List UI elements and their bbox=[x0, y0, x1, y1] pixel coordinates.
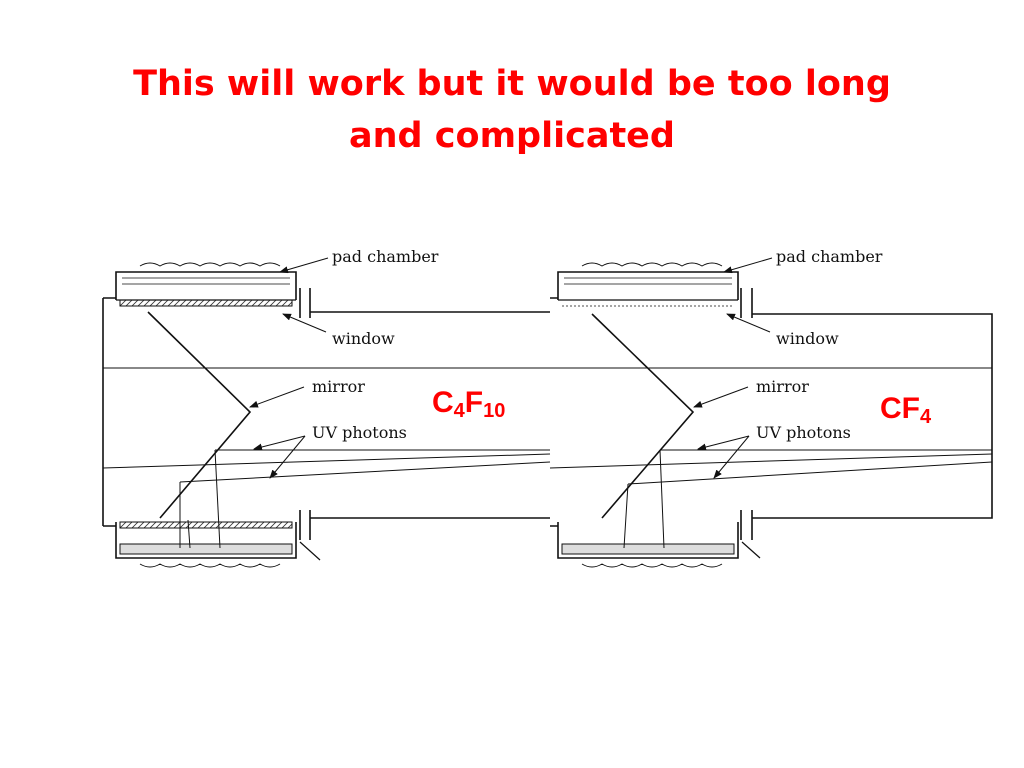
window-label: window bbox=[776, 329, 839, 348]
bottom-pad-chamber bbox=[557, 522, 761, 568]
window-arrow bbox=[726, 313, 771, 333]
bottom-pad-chamber bbox=[115, 521, 321, 568]
photon-ray-3 bbox=[187, 519, 191, 549]
flange-top bbox=[740, 288, 764, 318]
mirror-arrow bbox=[249, 386, 305, 408]
flange-bottom bbox=[740, 510, 764, 540]
pad-chamber-arrow bbox=[723, 257, 773, 274]
uv-photons-label: UV photons bbox=[312, 423, 407, 442]
panel-cf4 bbox=[549, 257, 993, 568]
top-pad-chamber bbox=[557, 262, 739, 307]
uv-arrow-1 bbox=[697, 435, 750, 451]
track-2 bbox=[627, 461, 993, 485]
slide-title: This will work but it would be too long … bbox=[0, 58, 1024, 162]
gas-label-cf4: CF4 bbox=[880, 392, 932, 428]
mirror bbox=[147, 311, 252, 519]
pad-chamber-label: pad chamber bbox=[776, 247, 883, 266]
uv-arrow-1 bbox=[253, 435, 306, 451]
title-line-2: and complicated bbox=[349, 116, 675, 156]
uv-photons-label: UV photons bbox=[756, 423, 851, 442]
uv-arrow-2 bbox=[269, 435, 306, 479]
pad-chamber-arrow bbox=[279, 257, 329, 274]
vessel-outline bbox=[550, 297, 993, 527]
track-2 bbox=[179, 461, 551, 483]
vessel-outline bbox=[102, 297, 550, 527]
panel-c4f10 bbox=[102, 257, 551, 568]
photon-ray-2 bbox=[659, 449, 665, 549]
track-1 bbox=[102, 453, 551, 469]
pad-chamber-label: pad chamber bbox=[332, 247, 439, 266]
flange-top bbox=[299, 288, 320, 318]
window-label: window bbox=[332, 329, 395, 348]
photon-ray-2 bbox=[214, 449, 221, 549]
mirror-label: mirror bbox=[312, 377, 365, 396]
flange-bottom bbox=[299, 510, 320, 540]
photon-ray-1 bbox=[623, 483, 629, 549]
title-line-1: This will work but it would be too long bbox=[133, 64, 891, 104]
track-1 bbox=[549, 453, 993, 469]
mirror-arrow bbox=[693, 386, 749, 408]
uv-arrow-2 bbox=[713, 435, 750, 479]
top-pad-chamber bbox=[115, 262, 297, 307]
mirror bbox=[591, 313, 695, 519]
gas-label-c4f10: C4F10 bbox=[432, 386, 505, 422]
mirror-label: mirror bbox=[756, 377, 809, 396]
window-arrow bbox=[282, 313, 327, 333]
